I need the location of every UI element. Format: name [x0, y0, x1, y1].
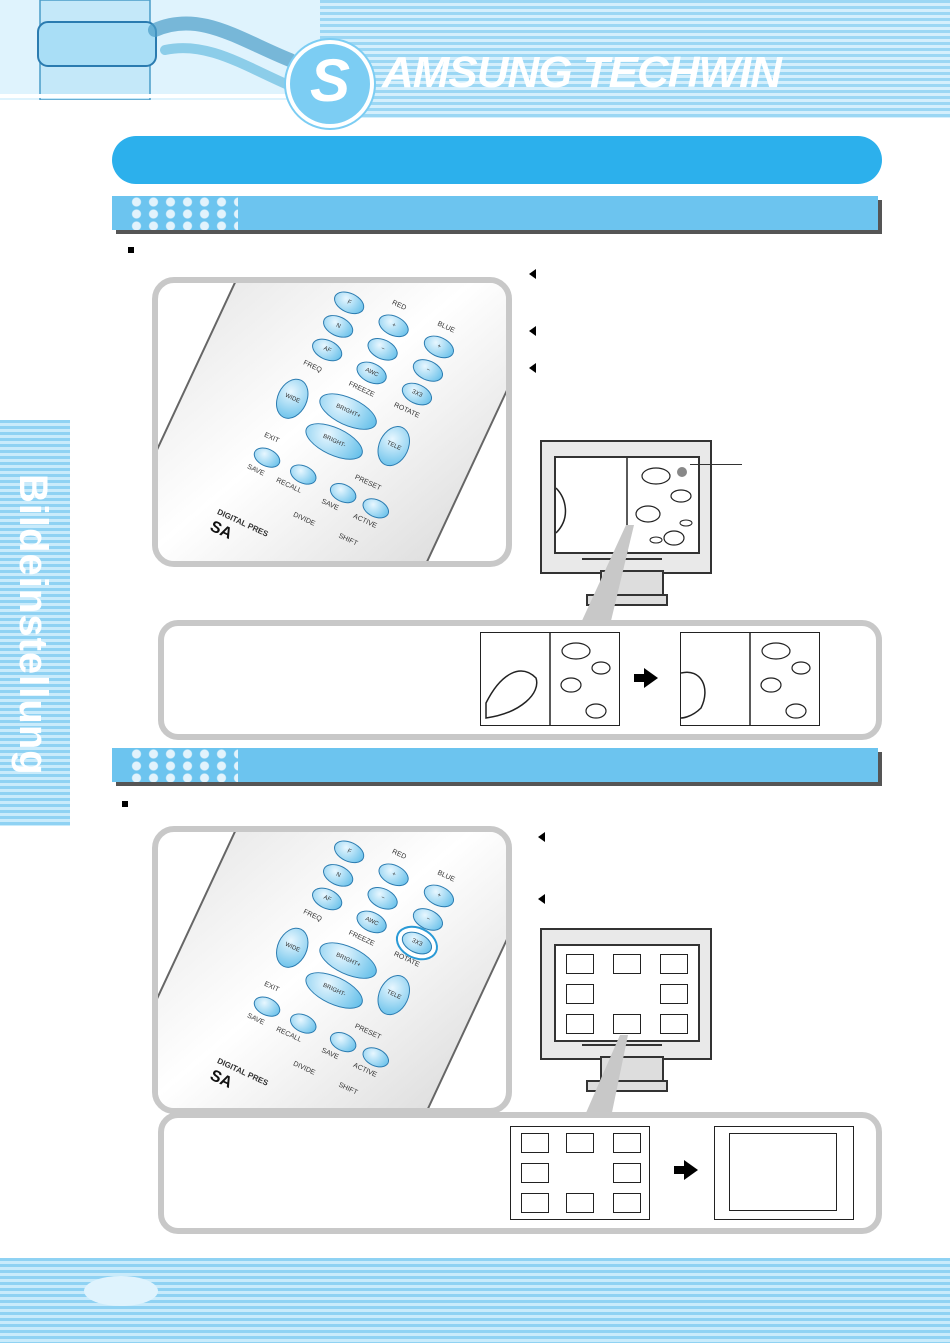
brand-logo: S AMSUNG TECHWIN: [286, 40, 782, 128]
example-1-before: [480, 632, 620, 726]
key-red-plus: +: [374, 309, 413, 342]
brand-s-circle: [286, 40, 374, 128]
example-1-arrow-stem: [634, 674, 646, 682]
label-divide: DIVIDE: [291, 511, 317, 528]
ex-grid-cell-4: [521, 1163, 549, 1183]
camera-illustration-icon: [0, 0, 320, 101]
key-tele: TELE: [371, 420, 417, 472]
label-divide-2: DIVIDE: [291, 1060, 317, 1077]
callout-line-1: [690, 464, 742, 465]
label-red: RED: [390, 299, 408, 312]
label-freq: FREQ: [302, 359, 323, 375]
label-freq-2: FREQ: [302, 908, 323, 924]
example-2-arrow-icon: [684, 1160, 698, 1180]
grid-cell-9: [660, 1014, 688, 1034]
label-blue: BLUE: [436, 320, 456, 335]
example-2-before: [510, 1126, 650, 1220]
brand-initial: S: [309, 47, 351, 114]
label-exit: EXIT: [262, 431, 280, 445]
key-wide-2: WIDE: [269, 922, 315, 974]
section-1-bullet: [128, 247, 134, 253]
label-shift-2: SHIFT: [337, 1081, 359, 1097]
key-n: N: [319, 310, 357, 343]
key-tele-2: TELE: [371, 969, 417, 1021]
example-panel-2: [158, 1112, 882, 1234]
ex-grid-cell-7: [521, 1193, 549, 1213]
example-1-arrow-icon: [644, 668, 658, 688]
remote-control-1: F N AF RED BLUE + − + − AWC 3X3 FREQ FRE…: [158, 283, 506, 561]
label-preset: PRESET: [353, 473, 382, 493]
ex-grid-cell-9: [613, 1193, 641, 1213]
key-f: F: [330, 286, 368, 319]
example-1-after: [680, 632, 820, 726]
key-blue-minus-2: −: [409, 903, 447, 936]
key-red-minus: −: [363, 333, 402, 366]
key-wide: WIDE: [269, 373, 315, 425]
example-1-after-image: [680, 633, 811, 725]
grid-cell-6: [660, 984, 688, 1004]
label-shift: SHIFT: [337, 532, 359, 548]
ex-grid-cell-1: [521, 1133, 549, 1153]
grid-cell-8: [613, 1014, 641, 1034]
example-2-arrow-stem: [674, 1166, 686, 1174]
section-2-dot-pattern: [128, 748, 238, 782]
section-2-bullet: [122, 801, 128, 807]
key-f-2: F: [330, 835, 368, 868]
brand-text: AMSUNG TECHWIN: [382, 48, 782, 97]
header-illustration: [0, 0, 320, 101]
key-red-plus-2: +: [374, 858, 413, 891]
remote-panel-1: F N AF RED BLUE + − + − AWC 3X3 FREQ FRE…: [152, 277, 512, 567]
example-1-before-image: [485, 633, 611, 725]
key-af-2: AF: [308, 883, 346, 915]
remote-control-2: F N AF RED BLUE + − + − AWC 3X3 FREQ FRE…: [158, 832, 506, 1108]
label-blue-2: BLUE: [436, 869, 456, 884]
footer-stripes: [0, 1258, 950, 1343]
step-5-arrow-icon: [538, 894, 545, 904]
step-2-arrow-icon: [529, 326, 536, 336]
page-number-badge: [84, 1276, 158, 1306]
example-panel-1: [158, 620, 882, 740]
key-red-minus-2: −: [363, 882, 402, 915]
ex-grid-cell-6: [613, 1163, 641, 1183]
grid-cell-3: [660, 954, 688, 974]
ex-grid-cell-3: [613, 1133, 641, 1153]
step-4-arrow-icon: [538, 832, 545, 842]
step-1-arrow-icon: [529, 269, 536, 279]
monitor-2-screen: [554, 944, 700, 1042]
section-2-header-bar: [112, 748, 878, 782]
section-1-dot-pattern: [128, 196, 238, 230]
key-af: AF: [308, 334, 346, 366]
grid-cell-7: [566, 1014, 594, 1034]
key-n-2: N: [319, 859, 357, 892]
remote-panel-2: F N AF RED BLUE + − + − AWC 3X3 FREQ FRE…: [152, 826, 512, 1114]
ex-grid-cell-8: [566, 1193, 594, 1213]
grid-cell-4: [566, 984, 594, 1004]
grid-cell-2: [613, 954, 641, 974]
step-3-arrow-icon: [529, 363, 536, 373]
example-2-after: [714, 1126, 854, 1220]
key-blue-minus: −: [409, 354, 447, 387]
label-exit-2: EXIT: [262, 980, 280, 994]
key-blue-plus: +: [420, 331, 458, 363]
header-stripes: [320, 0, 950, 118]
sidebar-tab: [0, 420, 70, 826]
zoom-wedge-1: [580, 525, 634, 625]
label-red-2: RED: [390, 848, 408, 861]
page-title-bar: [112, 136, 882, 184]
ex-grid-cell-2: [566, 1133, 594, 1153]
ex-single-view: [729, 1133, 837, 1211]
sidebar-section-title: Bildeinstellung: [11, 474, 55, 776]
label-preset-2: PRESET: [353, 1022, 382, 1042]
key-blue-plus-2: +: [420, 880, 458, 912]
grid-cell-1: [566, 954, 594, 974]
zoom-wedge-2: [582, 1035, 628, 1122]
section-1-header-bar: [112, 196, 878, 230]
